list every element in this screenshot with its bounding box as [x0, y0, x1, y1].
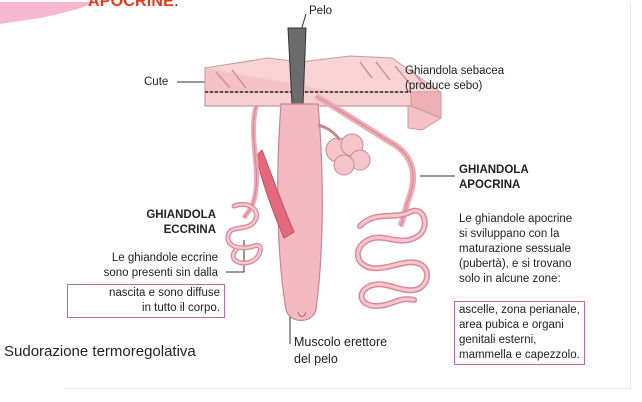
muscle-label: Muscolo erettore del pelo: [294, 335, 388, 366]
skin-label: Cute: [144, 76, 169, 88]
slide-caption: Sudorazione termoregolativa: [4, 343, 196, 360]
apocrine-title: GHIANDOLA APOCRINA: [459, 164, 529, 191]
apocrine-locations-box: ascelle, zona perianale, area pubica e o…: [454, 301, 585, 365]
hair-label: Pelo: [309, 5, 333, 17]
eccrine-leader: [226, 240, 245, 273]
eccrine-description: Le ghiandole eccrine sono presenti sin d…: [103, 252, 218, 279]
skin-side-face: [410, 91, 442, 119]
sebaceous-gland: [325, 133, 371, 176]
figure-frame: [64, 2, 631, 389]
eccrine-title: GHIANDOLA ECCRINA: [146, 209, 216, 236]
eccrine-duct: [241, 105, 260, 220]
arrector-pili-muscle: [255, 149, 295, 239]
sebaceous-label: Ghiandola sebacea (produce sebo): [405, 65, 505, 92]
apocrine-gland-coil: [355, 207, 431, 310]
eccrine-locations-box: nascita e sono diffuse in tutto il corpo…: [67, 284, 225, 318]
apocrine-description: Le ghiandole apocrine si sviluppano con …: [459, 213, 573, 285]
accent-swoosh: [0, 2, 95, 24]
slide-title: APOCRINE.: [88, 0, 179, 10]
